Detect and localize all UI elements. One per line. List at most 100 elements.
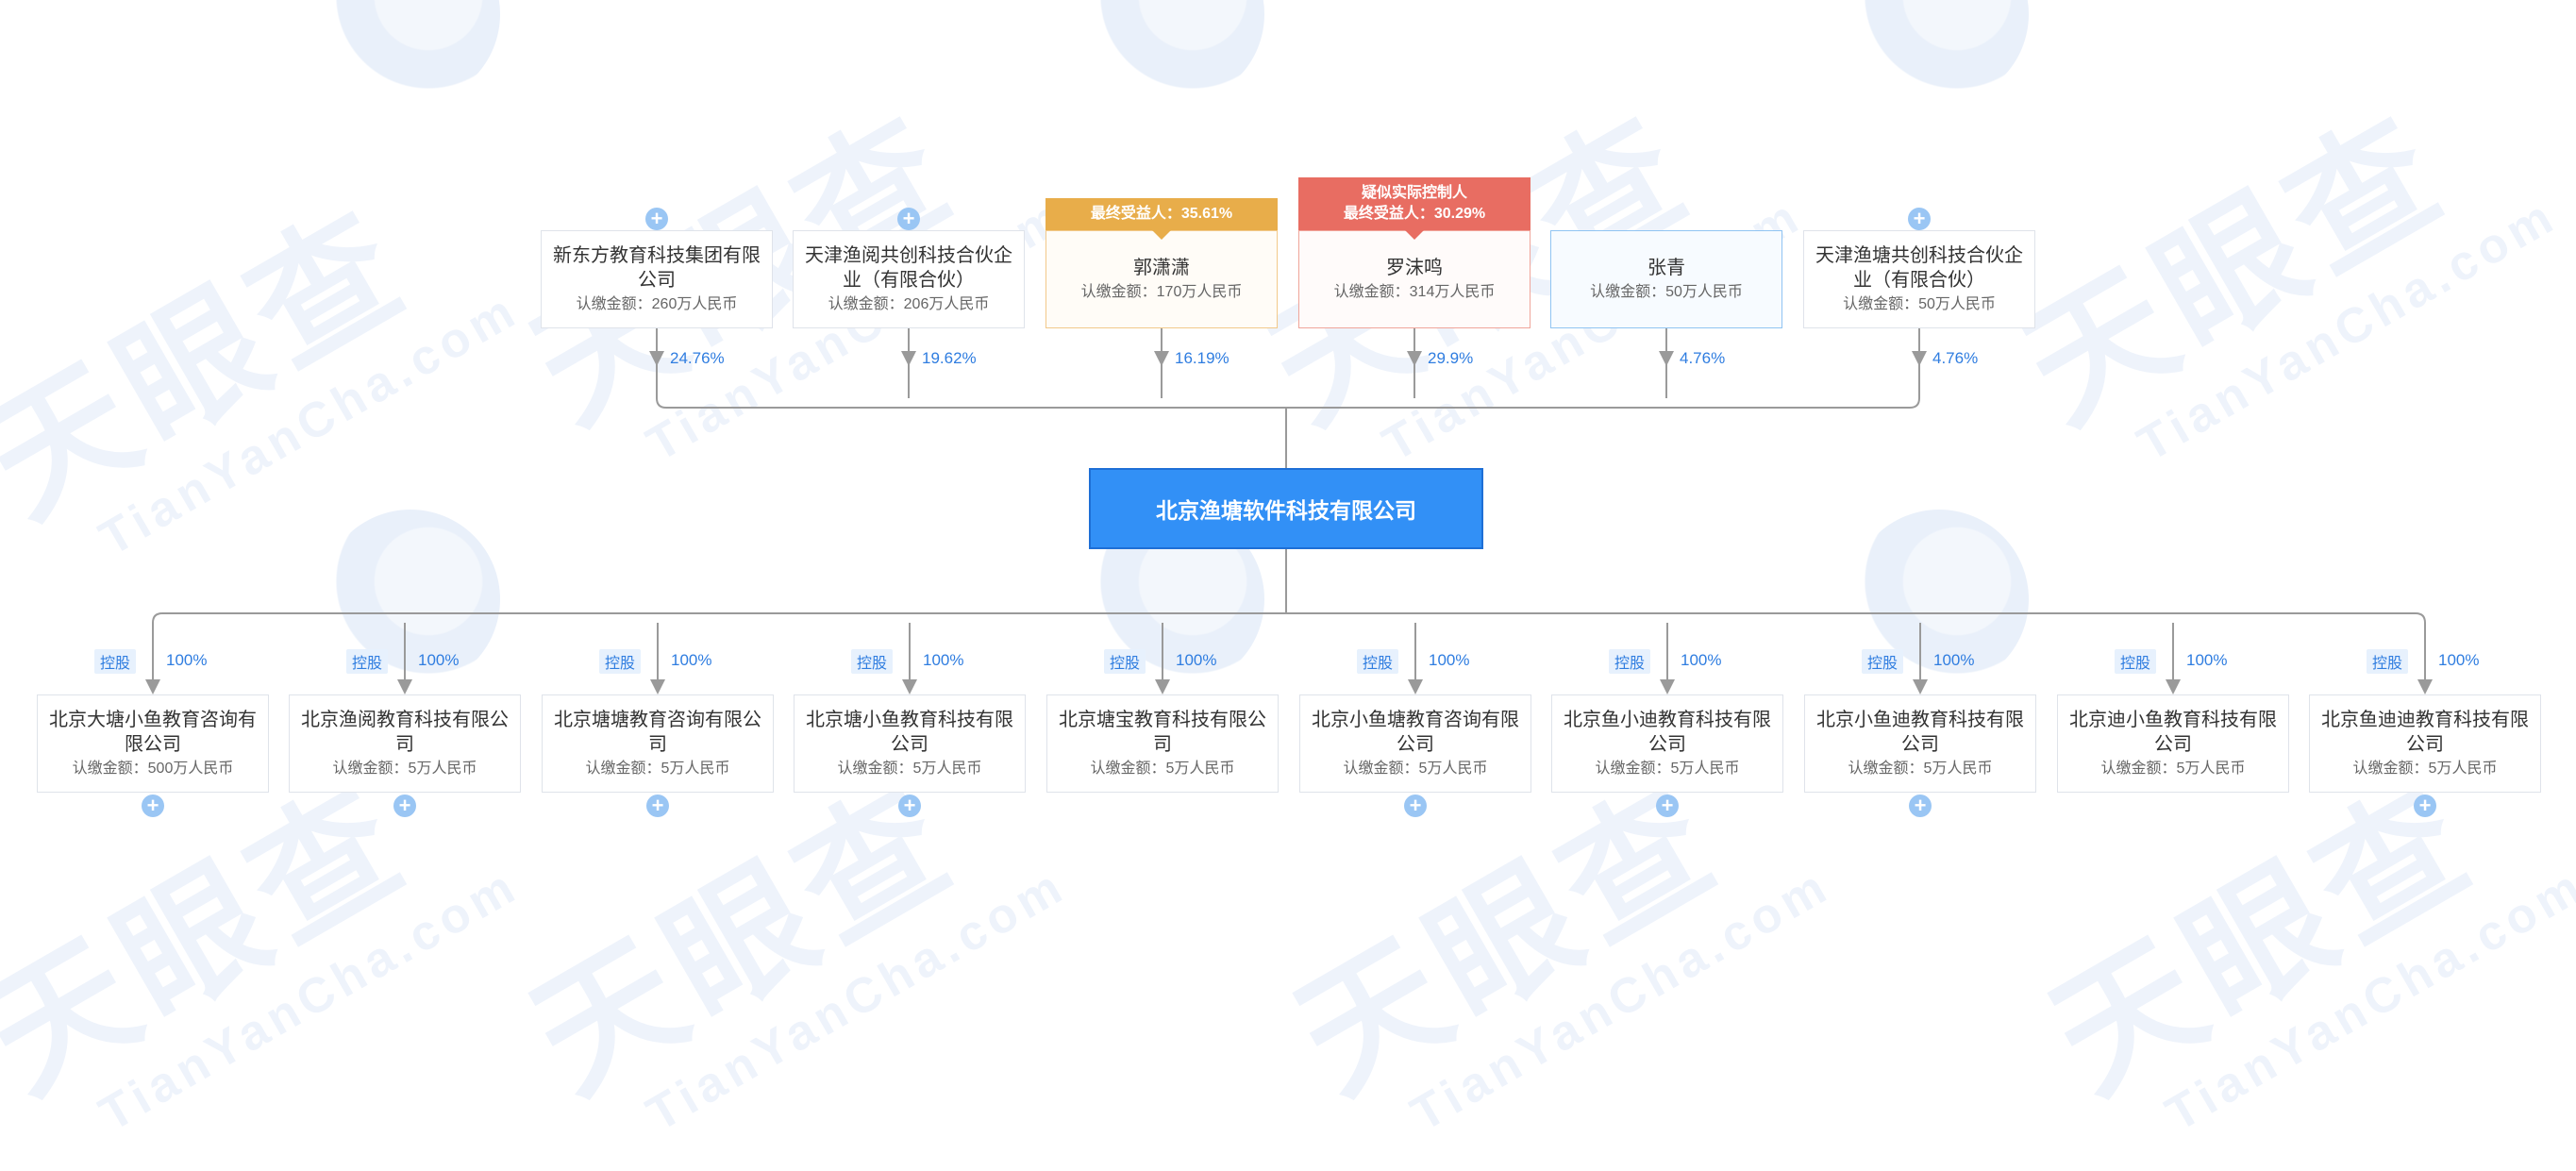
investment-name: 北京大塘小鱼教育咨询有限公司: [49, 710, 257, 755]
shareholder-node[interactable]: 郭潇潇认缴金额：170万人民币: [1045, 230, 1278, 328]
expand-plus-icon[interactable]: +: [646, 795, 669, 817]
investment-percent: 100%: [2186, 651, 2228, 669]
expand-plus-icon[interactable]: +: [645, 208, 668, 230]
control-badge: 控股: [1104, 649, 1146, 674]
investment-arrow: [145, 679, 160, 694]
investment-name: 北京小鱼塘教育咨询有限公司: [1312, 710, 1519, 755]
shareholder-amount: 认缴金额：314万人民币: [1333, 284, 1496, 300]
investment-name: 北京塘宝教育科技有限公司: [1059, 710, 1266, 755]
investment-percent: 100%: [1176, 651, 1217, 669]
shareholder-name: 张青: [1648, 258, 1685, 278]
shareholder-name: 罗沫鸣: [1386, 258, 1443, 278]
investment-node[interactable]: 北京迪小鱼教育科技有限公司认缴金额：5万人民币: [2057, 694, 2289, 793]
shareholder-bus: [656, 397, 1920, 409]
expand-plus-icon[interactable]: +: [1656, 795, 1679, 817]
investment-node[interactable]: 北京鱼小迪教育科技有限公司认缴金额：5万人民币: [1551, 694, 1783, 793]
investment-node[interactable]: 北京鱼迪迪教育科技有限公司认缴金额：5万人民币: [2309, 694, 2541, 793]
investment-amount: 认缴金额：5万人民币: [2352, 761, 2498, 777]
shareholder-node[interactable]: 罗沫鸣认缴金额：314万人民币: [1298, 230, 1531, 328]
shareholder-name: 天津渔阅共创科技合伙企业（有限合伙）: [805, 245, 1012, 291]
expand-plus-icon[interactable]: +: [1908, 208, 1931, 230]
beneficiary-badge-line: 疑似实际控制人: [1361, 185, 1467, 201]
shareholding-percent: 4.76%: [1680, 349, 1726, 367]
expand-plus-icon[interactable]: +: [898, 795, 921, 817]
beneficiary-badge: 疑似实际控制人最终受益人：30.29%: [1298, 177, 1531, 240]
shareholding-percent: 19.62%: [922, 349, 977, 367]
expand-plus-icon[interactable]: +: [142, 795, 164, 817]
investment-percent: 100%: [671, 651, 712, 669]
investment-name: 北京小鱼迪教育科技有限公司: [1816, 710, 2024, 755]
expand-plus-icon[interactable]: +: [2414, 795, 2436, 817]
investment-arrow: [1155, 679, 1170, 694]
investment-node[interactable]: 北京塘宝教育科技有限公司认缴金额：5万人民币: [1046, 694, 1279, 793]
shareholder-arrow: [649, 351, 664, 366]
shareholder-name: 郭潇潇: [1133, 258, 1190, 278]
shareholder-node[interactable]: 天津渔塘共创科技合伙企业（有限合伙） 认缴金额：50万人民币: [1803, 230, 2035, 328]
investment-amount: 认缴金额：5万人民币: [1343, 761, 1488, 777]
control-badge: 控股: [599, 649, 642, 674]
shareholder-arrow: [901, 351, 916, 366]
shareholder-name: 新东方教育科技集团有限公司: [553, 245, 761, 291]
investment-amount: 认缴金额：5万人民币: [1595, 761, 1740, 777]
shareholder-amount: 认缴金额：50万人民币: [1590, 284, 1743, 300]
investment-name: 北京迪小鱼教育科技有限公司: [2069, 710, 2277, 755]
investment-arrow: [1660, 679, 1675, 694]
investment-percent: 100%: [1429, 651, 1470, 669]
shareholding-percent: 4.76%: [1932, 349, 1979, 367]
control-badge: 控股: [346, 649, 389, 674]
expand-plus-icon[interactable]: +: [1404, 795, 1427, 817]
shareholder-amount: 认缴金额：50万人民币: [1843, 296, 1996, 312]
shareholder-node[interactable]: 张青认缴金额：50万人民币: [1550, 230, 1782, 328]
investment-node[interactable]: 北京小鱼迪教育科技有限公司认缴金额：5万人民币: [1804, 694, 2036, 793]
investment-amount: 认缴金额：5万人民币: [585, 761, 730, 777]
shareholder-arrow: [1407, 351, 1422, 366]
control-badge: 控股: [1609, 649, 1651, 674]
investment-node[interactable]: 北京大塘小鱼教育咨询有限公司认缴金额：500万人民币: [37, 694, 269, 793]
investment-node[interactable]: 北京塘塘教育咨询有限公司认缴金额：5万人民币: [542, 694, 774, 793]
expand-plus-icon[interactable]: +: [393, 795, 416, 817]
investment-node[interactable]: 北京渔阅教育科技有限公司认缴金额：5万人民币: [289, 694, 521, 793]
beneficiary-badge-line: 最终受益人：35.61%: [1090, 206, 1233, 222]
connector-lines: [145, 328, 2433, 694]
shareholder-amount: 认缴金额：206万人民币: [828, 296, 990, 312]
investment-percent: 100%: [923, 651, 964, 669]
investment-name: 北京塘塘教育咨询有限公司: [554, 710, 761, 755]
shareholder-node[interactable]: 新东方教育科技集团有限公司认缴金额：260万人民币: [541, 230, 773, 328]
investment-node[interactable]: 北京小鱼塘教育咨询有限公司认缴金额：5万人民币: [1299, 694, 1531, 793]
investment-arrow: [2417, 679, 2433, 694]
investment-arrow: [2166, 679, 2181, 694]
badge-pointer: [1152, 230, 1171, 240]
shareholder-amount: 认缴金额：170万人民币: [1080, 284, 1243, 300]
investment-amount: 认缴金额：500万人民币: [72, 761, 234, 777]
investment-arrow: [397, 679, 412, 694]
control-badge: 控股: [2367, 649, 2409, 674]
investment-arrow: [650, 679, 665, 694]
shareholder-arrow: [1912, 351, 1927, 366]
investment-amount: 认缴金额：5万人民币: [1848, 761, 1993, 777]
expand-plus-icon[interactable]: +: [897, 208, 920, 230]
center-company-name: 北京渔塘软件科技有限公司: [1156, 498, 1416, 523]
shareholder-amount: 认缴金额：260万人民币: [576, 296, 738, 312]
investment-arrow: [1913, 679, 1928, 694]
investment-name: 北京渔阅教育科技有限公司: [301, 710, 509, 755]
expand-plus-icon[interactable]: +: [1909, 795, 1932, 817]
shareholding-percent: 24.76%: [670, 349, 725, 367]
investment-percent: 100%: [418, 651, 460, 669]
center-company-node[interactable]: 北京渔塘软件科技有限公司: [1089, 468, 1483, 549]
investment-amount: 认缴金额：5万人民币: [837, 761, 982, 777]
investment-amount: 认缴金额：5万人民币: [1090, 761, 1235, 777]
beneficiary-badge: 最终受益人：35.61%: [1045, 198, 1278, 240]
control-badge: 控股: [2115, 649, 2157, 674]
shareholder-name: 天津渔塘共创科技合伙企业（有限合伙）: [1815, 245, 2023, 291]
shareholding-percent: 16.19%: [1175, 349, 1229, 367]
investment-node[interactable]: 北京塘小鱼教育科技有限公司认缴金额：5万人民币: [794, 694, 1026, 793]
beneficiary-badge-line: 最终受益人：30.29%: [1343, 206, 1486, 222]
shareholder-arrow: [1659, 351, 1674, 366]
shareholding-percent: 29.9%: [1428, 349, 1474, 367]
shareholder-node[interactable]: 天津渔阅共创科技合伙企业（有限合伙） 认缴金额：206万人民币: [793, 230, 1025, 328]
control-badge: 控股: [851, 649, 894, 674]
control-badge: 控股: [1357, 649, 1399, 674]
investment-name: 北京鱼迪迪教育科技有限公司: [2321, 710, 2529, 755]
shareholder-arrow: [1154, 351, 1169, 366]
investment-name: 北京塘小鱼教育科技有限公司: [806, 710, 1013, 755]
